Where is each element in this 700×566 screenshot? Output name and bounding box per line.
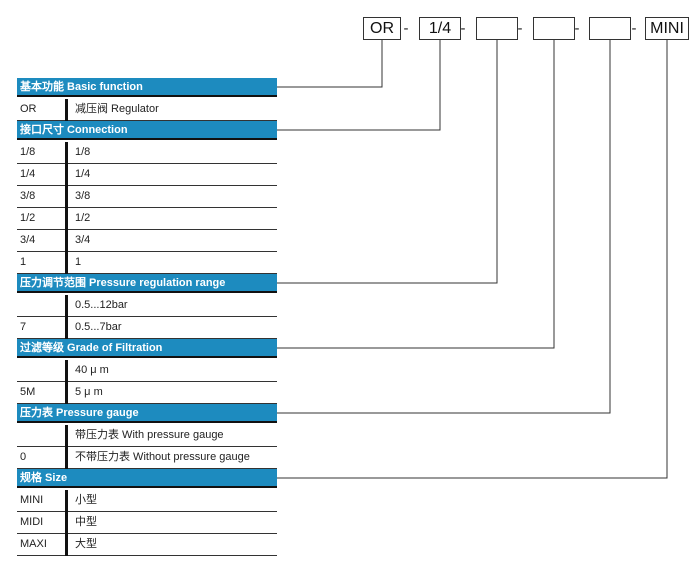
section-header: 规格 Size bbox=[17, 469, 277, 488]
code-separator: - bbox=[574, 20, 580, 37]
column-divider bbox=[65, 317, 68, 339]
option-description: 中型 bbox=[75, 516, 97, 528]
option-row: 1/4 1/4 bbox=[17, 164, 277, 186]
option-description: 1/8 bbox=[75, 146, 91, 158]
column-divider bbox=[65, 99, 68, 121]
option-row: 3/8 3/8 bbox=[17, 186, 277, 208]
section-header: 过滤等级 Grade of Filtration bbox=[17, 339, 277, 358]
column-divider bbox=[65, 208, 68, 230]
connector-line bbox=[277, 40, 668, 479]
option-row: 1/8 1/8 bbox=[17, 142, 277, 164]
column-divider bbox=[65, 186, 68, 208]
option-row: 0 不带压力表 Without pressure gauge bbox=[17, 447, 277, 469]
option-code: MINI bbox=[20, 494, 44, 506]
code-box-4 bbox=[533, 17, 575, 40]
code-box-1: OR bbox=[363, 17, 401, 40]
option-description: 减压阀 Regulator bbox=[75, 103, 159, 115]
option-code: 1/8 bbox=[20, 146, 36, 158]
column-divider bbox=[65, 360, 68, 382]
column-divider bbox=[65, 230, 68, 252]
code-separator: - bbox=[460, 20, 466, 37]
option-description: 0.5...12bar bbox=[75, 299, 128, 311]
option-row: MIDI 中型 bbox=[17, 512, 277, 534]
code-box-2: 1/4 bbox=[419, 17, 461, 40]
code-box-3 bbox=[476, 17, 518, 40]
option-code: 3/8 bbox=[20, 190, 36, 202]
option-row: 3/4 3/4 bbox=[17, 230, 277, 252]
option-row: 40 μ m bbox=[17, 360, 277, 382]
option-code: 1/4 bbox=[20, 168, 36, 180]
option-row: MAXI 大型 bbox=[17, 534, 277, 556]
option-code: 0 bbox=[20, 451, 27, 463]
option-code: MIDI bbox=[20, 516, 44, 528]
code-box-5 bbox=[589, 17, 631, 40]
option-row: 5M 5 μ m bbox=[17, 382, 277, 404]
column-divider bbox=[65, 490, 68, 512]
connector-line bbox=[277, 40, 441, 131]
option-row: 带压力表 With pressure gauge bbox=[17, 425, 277, 447]
option-description: 5 μ m bbox=[75, 386, 103, 398]
option-row: OR 减压阀 Regulator bbox=[17, 99, 277, 121]
section-header: 压力表 Pressure gauge bbox=[17, 404, 277, 423]
option-description: 40 μ m bbox=[75, 364, 109, 376]
code-separator: - bbox=[403, 20, 409, 37]
option-description: 1 bbox=[75, 256, 82, 268]
code-separator: - bbox=[517, 20, 523, 37]
section-header: 接口尺寸 Connection bbox=[17, 121, 277, 140]
option-description: 3/8 bbox=[75, 190, 91, 202]
connector-line bbox=[277, 40, 498, 284]
option-code: 1/2 bbox=[20, 212, 36, 224]
option-description: 3/4 bbox=[75, 234, 91, 246]
column-divider bbox=[65, 164, 68, 186]
option-description: 1/4 bbox=[75, 168, 91, 180]
option-row: MINI 小型 bbox=[17, 490, 277, 512]
section-header: 基本功能 Basic function bbox=[17, 78, 277, 97]
option-description: 小型 bbox=[75, 494, 97, 506]
column-divider bbox=[65, 382, 68, 404]
option-code: 5M bbox=[20, 386, 36, 398]
option-code: 1 bbox=[20, 256, 27, 268]
option-code: MAXI bbox=[20, 538, 47, 550]
option-row: 0.5...12bar bbox=[17, 295, 277, 317]
option-row: 1/2 1/2 bbox=[17, 208, 277, 230]
option-description: 1/2 bbox=[75, 212, 91, 224]
column-divider bbox=[65, 252, 68, 274]
column-divider bbox=[65, 142, 68, 164]
option-description: 大型 bbox=[75, 538, 97, 550]
column-divider bbox=[65, 295, 68, 317]
connector-line bbox=[277, 40, 555, 349]
column-divider bbox=[65, 447, 68, 469]
connector-line bbox=[277, 40, 611, 414]
option-code: 3/4 bbox=[20, 234, 36, 246]
option-description: 不带压力表 Without pressure gauge bbox=[75, 451, 250, 463]
column-divider bbox=[65, 512, 68, 534]
section-header: 压力调节范围 Pressure regulation range bbox=[17, 274, 277, 293]
option-description: 带压力表 With pressure gauge bbox=[75, 429, 224, 441]
option-row: 7 0.5...7bar bbox=[17, 317, 277, 339]
column-divider bbox=[65, 425, 68, 447]
option-code: OR bbox=[20, 103, 37, 115]
option-code: 7 bbox=[20, 321, 27, 333]
code-box-6: MINI bbox=[645, 17, 689, 40]
option-description: 0.5...7bar bbox=[75, 321, 122, 333]
connector-line bbox=[277, 40, 383, 88]
column-divider bbox=[65, 534, 68, 556]
code-separator: - bbox=[631, 20, 637, 37]
